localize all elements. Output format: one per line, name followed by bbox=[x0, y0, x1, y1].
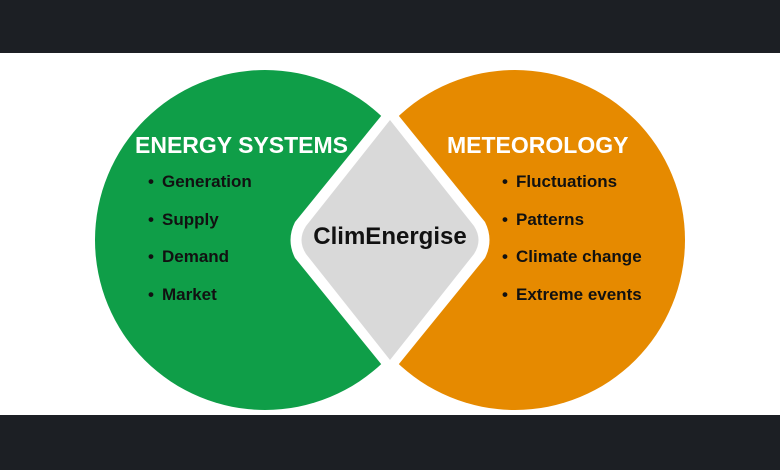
bullet-icon: • bbox=[148, 285, 154, 305]
bullet-icon: • bbox=[502, 209, 508, 229]
climenergise-diamond bbox=[301, 120, 479, 360]
meteorology-title: METEOROLOGY bbox=[447, 132, 629, 158]
list-item: •Climate change bbox=[502, 247, 642, 267]
list-item: •Demand bbox=[148, 247, 230, 267]
bullet-icon: • bbox=[148, 247, 154, 267]
list-item: •Market bbox=[148, 285, 217, 305]
energy-systems-title: ENERGY SYSTEMS bbox=[135, 132, 349, 158]
climenergise-label: ClimEnergise bbox=[313, 223, 467, 250]
list-item: •Patterns bbox=[502, 209, 585, 229]
bullet-icon: • bbox=[148, 172, 154, 191]
bullet-icon: • bbox=[502, 247, 508, 267]
bullet-icon: • bbox=[502, 285, 508, 305]
energy-systems-list: •Generation •Supply •Demand •Market bbox=[148, 172, 252, 323]
list-item: •Fluctuations bbox=[502, 172, 618, 191]
list-item: •Supply bbox=[148, 209, 219, 229]
list-item: •Generation bbox=[148, 172, 252, 191]
bullet-icon: • bbox=[502, 172, 508, 191]
bullet-icon: • bbox=[148, 209, 154, 229]
list-item: •Extreme events bbox=[502, 285, 642, 305]
meteorology-list: •Fluctuations •Patterns •Climate change … bbox=[502, 172, 642, 323]
